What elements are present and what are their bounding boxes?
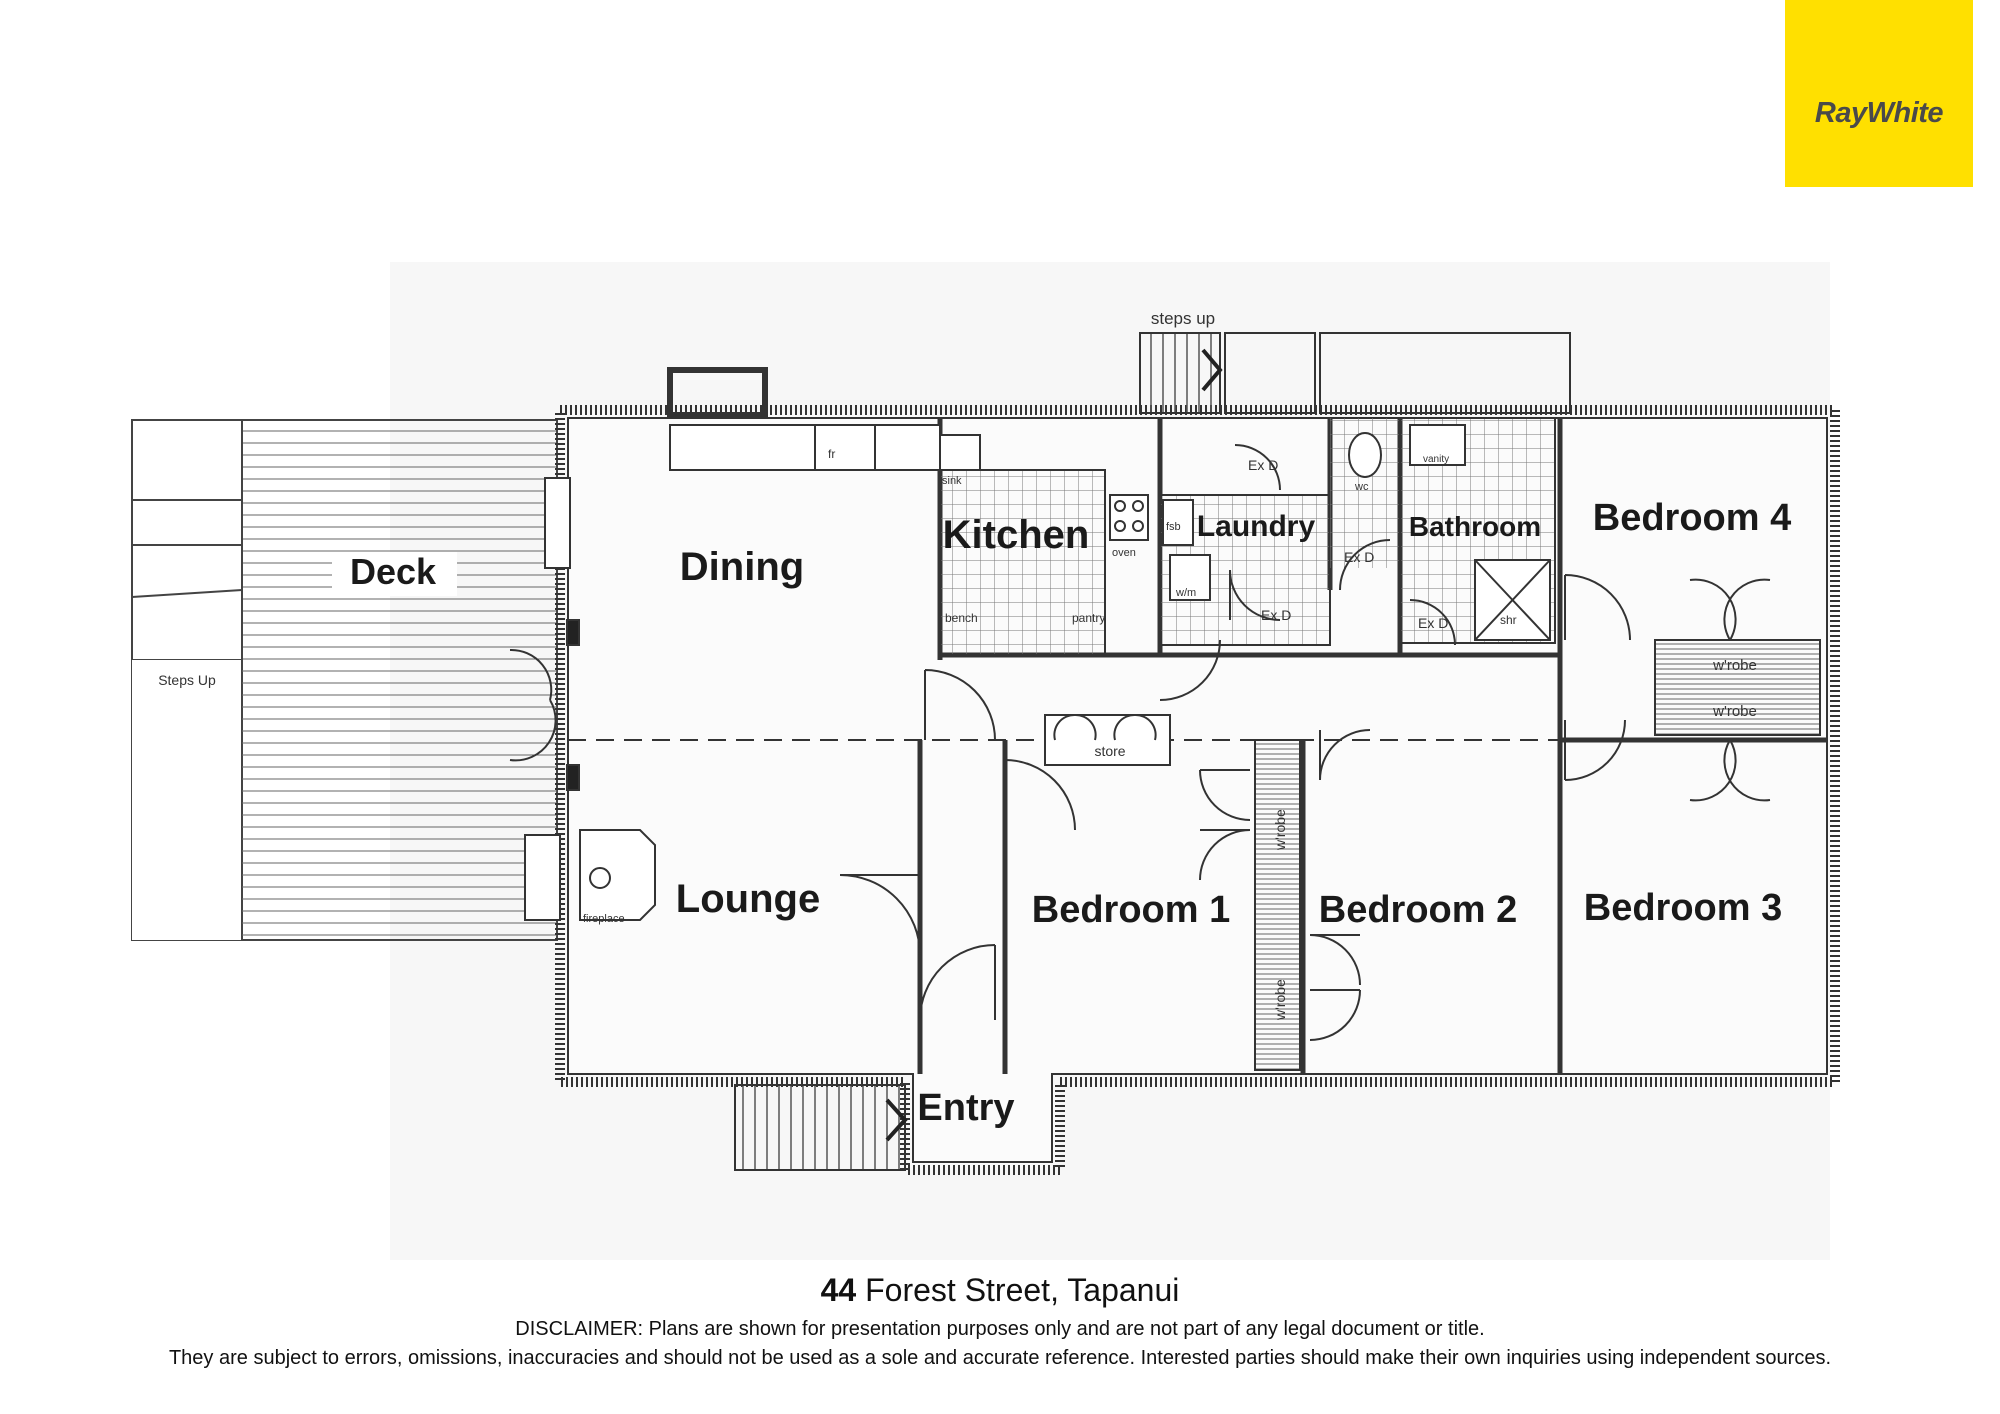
wm-label: w/m: [1175, 587, 1196, 599]
lounge-label: Lounge: [676, 877, 820, 921]
laundry-label: Laundry: [1197, 510, 1316, 543]
kitchen-bench: [669, 424, 941, 471]
fr-label: fr: [828, 447, 835, 461]
disclaimer-line-1: DISCLAIMER: Plans are shown for presenta…: [515, 1318, 1485, 1340]
bedroom4-label: Bedroom 4: [1593, 497, 1791, 539]
store: [1044, 714, 1171, 766]
floor-plan: Deck Dining Kitchen Laundry Bathroom Bed…: [131, 309, 1840, 1175]
dining-label: Dining: [680, 545, 804, 589]
bedroom3-label: Bedroom 3: [1584, 887, 1782, 929]
washing-machine: [1169, 554, 1211, 601]
bedroom1-label: Bedroom 1: [1032, 889, 1230, 931]
front-steps: [734, 348, 1223, 1171]
bathroom-label: Bathroom: [1409, 511, 1541, 542]
laundry-tub: [1162, 499, 1194, 546]
vanity-label: vanity: [1423, 454, 1449, 465]
wrobe-b4-label: w'robe: [1712, 657, 1757, 674]
pantry-label: pantry: [1072, 611, 1105, 625]
entry-label: Entry: [917, 1087, 1014, 1129]
doors: [509, 444, 1771, 1041]
oven-label: oven: [1112, 547, 1136, 559]
fireplace-hearth: [579, 829, 656, 921]
property-address: 44 Forest Street, Tapanui: [0, 1272, 2000, 1309]
fsb-label: fsb: [1166, 521, 1181, 533]
exd-bath-label: Ex D: [1418, 615, 1448, 631]
street-name: Forest Street, Tapanui: [856, 1272, 1180, 1308]
kitchen-label: Kitchen: [943, 513, 1090, 557]
raywhite-logo: RayWhite: [1785, 0, 1973, 187]
shr-label: shr: [1500, 613, 1517, 627]
stove: [1109, 494, 1149, 541]
exd-wc-label: Ex D: [1344, 549, 1374, 565]
fireplace-label: fireplace: [583, 913, 625, 925]
deck-label: Deck: [350, 551, 437, 592]
disclaimer-line-2: They are subject to errors, omissions, i…: [168, 1347, 1832, 1369]
wrobe-b3-label: w'robe: [1712, 703, 1757, 720]
street-number: 44: [820, 1272, 857, 1308]
toilet: [1348, 432, 1382, 478]
fixtures: [579, 424, 1551, 921]
exd-laundry2-label: Ex D: [1261, 607, 1291, 623]
bedroom2-label: Bedroom 2: [1319, 889, 1517, 931]
fridge: [814, 424, 876, 471]
steps-up-deck-label: Steps Up: [158, 672, 216, 688]
steps-up-rear-label: steps up: [1151, 309, 1215, 328]
sink-unit: [939, 434, 981, 471]
vanity: [1409, 424, 1466, 466]
sink-label: sink: [942, 475, 962, 487]
wc-label: wc: [1354, 481, 1369, 493]
wrobe-b1-label: w'robe: [1272, 809, 1288, 851]
wrobe-b2-label: w'robe: [1272, 979, 1288, 1021]
exd-laundry-label: Ex D: [1248, 457, 1278, 473]
store-label: store: [1094, 743, 1125, 759]
logo-text: RayWhite: [1814, 97, 1944, 129]
bench-label: bench: [945, 611, 978, 625]
